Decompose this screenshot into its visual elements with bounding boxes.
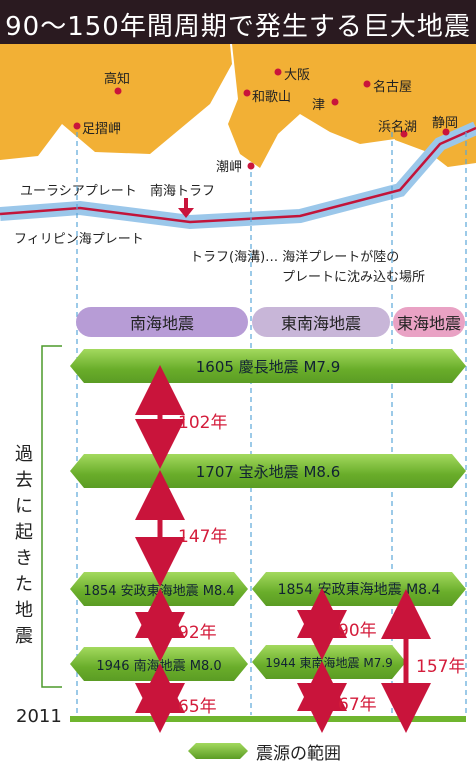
note-line1: トラフ(海溝)… 海洋プレートが陸の <box>190 250 400 265</box>
dot-osaka <box>274 68 282 76</box>
side-char: 去 <box>15 470 33 491</box>
side-char: き <box>15 548 33 569</box>
region-nankai: 南海地震 <box>76 307 248 337</box>
gap-147: 147年 <box>178 527 228 547</box>
label-wakayama: 和歌山 <box>252 90 292 105</box>
baseline-2011 <box>70 716 466 722</box>
land-shikoku <box>0 44 232 160</box>
side-char: た <box>15 574 33 595</box>
bar-1946-nankai: 1946 南海地震 M8.0 <box>70 647 248 681</box>
dot-ashizuri <box>73 122 81 130</box>
side-label: 過 去 に 起 き た 地 震 <box>12 440 36 648</box>
map <box>0 44 476 230</box>
region-tonankai: 東南海地震 <box>252 307 390 337</box>
side-char: 地 <box>15 600 33 621</box>
page-title: 90〜150年間周期で発生する巨大地震 <box>5 12 471 42</box>
legend-swatch <box>188 743 248 759</box>
bar-1944-tonankai: 1944 東南海地震 M7.9 <box>252 645 406 679</box>
dot-tsu <box>331 98 339 106</box>
gap-157: 157年 <box>416 657 466 677</box>
land-edge <box>394 44 476 168</box>
label-tsu: 津 <box>312 98 326 113</box>
label-osaka: 大阪 <box>284 68 311 83</box>
plate-line <box>0 126 476 224</box>
side-char: 起 <box>15 522 33 543</box>
gap-102: 102年 <box>178 413 228 433</box>
dot-shionomisaki <box>247 162 255 170</box>
side-char: に <box>15 496 33 517</box>
region-tokai: 東海地震 <box>393 307 465 337</box>
label-ashizuri: 足摺岬 <box>82 122 122 137</box>
label-shionomisaki: 潮岬 <box>216 160 243 175</box>
gap-67: 67年 <box>338 695 377 715</box>
legend: 震源の範囲 <box>188 738 341 764</box>
side-char: 震 <box>15 626 33 647</box>
side-char: 過 <box>15 444 33 465</box>
bar-1605-keicho: 1605 慶長地震 M7.9 <box>70 349 466 383</box>
note-line2: プレートに沈み込む場所 <box>282 270 426 285</box>
label-shizuoka: 静岡 <box>432 116 459 131</box>
bar-1854-ansei-nankai: 1854 安政東海地震 M8.4 <box>70 572 248 606</box>
trough-arrow <box>178 198 194 218</box>
label-eurasian-plate: ユーラシアプレート <box>20 184 137 199</box>
dot-wakayama <box>243 89 251 97</box>
label-kochi: 高知 <box>104 72 131 87</box>
gap-92: 92年 <box>178 623 217 643</box>
bar-1707-hoei: 1707 宝永地震 M8.6 <box>70 454 466 488</box>
land-honshu <box>228 44 476 168</box>
dot-kochi <box>114 87 122 95</box>
year-now: 2011 <box>16 706 62 727</box>
dot-hamanako <box>400 130 408 138</box>
legend-label: 震源の範囲 <box>256 743 341 764</box>
label-nankai-trough: 南海トラフ <box>150 184 216 199</box>
gap-65: 65年 <box>178 697 217 717</box>
label-hamanako: 浜名湖 <box>378 120 418 135</box>
side-bracket <box>41 345 62 688</box>
bar-1854-ansei-tokai: 1854 安政東海地震 M8.4 <box>252 572 466 606</box>
title-bar <box>0 0 476 44</box>
label-nagoya: 名古屋 <box>373 80 413 95</box>
label-philippine-plate: フィリピン海プレート <box>14 232 144 247</box>
gap-90: 90年 <box>338 621 377 641</box>
dot-nagoya <box>363 80 371 88</box>
dot-shizuoka <box>442 128 450 136</box>
